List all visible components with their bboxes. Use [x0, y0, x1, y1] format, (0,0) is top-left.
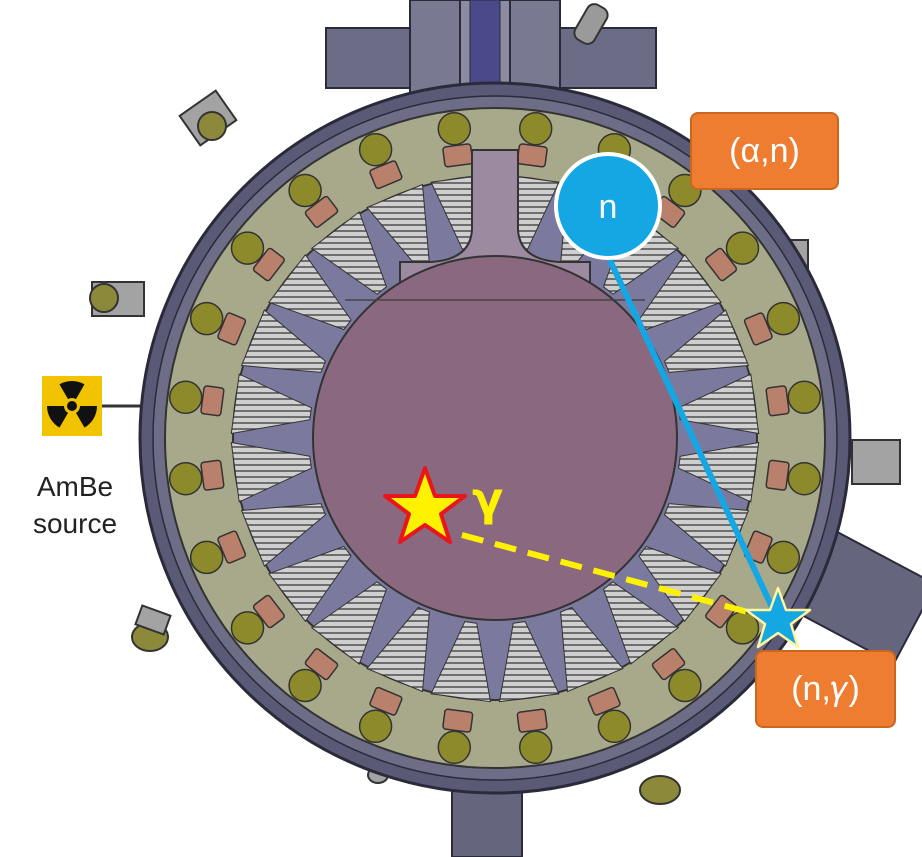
pmt-head: [230, 611, 265, 645]
ambe-source-caption: AmBe source: [20, 468, 130, 542]
copper-block: [369, 160, 403, 190]
detector-wedge: [310, 211, 388, 295]
pmt-head: [668, 668, 702, 703]
pmt-head: [168, 380, 203, 415]
copper-block: [743, 312, 773, 346]
neutron-path: [605, 254, 781, 622]
pmt-head: [597, 709, 632, 744]
copper-block: [442, 708, 474, 733]
radiation-trefoil-icon: [42, 376, 102, 436]
copper-block: [217, 530, 247, 564]
gamma-label: γ: [472, 472, 503, 526]
detector-wedge: [268, 253, 352, 331]
copper-block: [304, 648, 339, 681]
pmt-head: [766, 540, 801, 575]
pmt-head: [168, 461, 203, 496]
pmt-head: [437, 730, 472, 765]
detector-wedge: [230, 441, 312, 503]
pmt-head: [787, 461, 822, 496]
detector-wedge: [430, 621, 492, 703]
copper-block: [442, 143, 474, 168]
copper-block: [200, 459, 225, 491]
pmt-head: [358, 132, 393, 167]
detector-wedge: [240, 503, 327, 567]
red-star-icon: [383, 466, 467, 544]
source-line-2: source: [32, 508, 118, 539]
detector-wedge: [638, 545, 722, 623]
copper-block: [217, 312, 247, 346]
detector-wedge: [230, 373, 312, 435]
copper-block: [252, 247, 285, 282]
detector-wedge: [663, 503, 750, 567]
copper-block: [252, 594, 285, 629]
pmt-head: [189, 301, 224, 336]
copper-block: [651, 648, 686, 681]
pmt-head: [288, 668, 322, 703]
pmt-head: [437, 111, 472, 146]
detector-wedge: [602, 581, 680, 665]
detector-wedge: [663, 309, 750, 373]
pmt-head: [725, 231, 760, 265]
detector-wedge: [498, 621, 560, 703]
detector-wedge: [240, 309, 327, 373]
copper-block: [304, 195, 339, 228]
pmt-head: [766, 301, 801, 336]
detector-wedge: [678, 441, 760, 503]
pmt-head: [189, 540, 224, 575]
copper-block: [705, 594, 738, 629]
copper-block: [200, 385, 225, 417]
detector-wedge: [366, 606, 430, 693]
pmt-head: [787, 380, 822, 415]
pmt-head: [518, 730, 553, 765]
copper-block: [516, 708, 548, 733]
blue-star-icon: [744, 586, 812, 649]
n-gamma-label: (n,𝛾): [755, 650, 896, 728]
copper-block: [765, 385, 790, 417]
pmt-head: [518, 111, 553, 146]
neutron-label: n: [599, 188, 618, 226]
detector-wedge: [560, 606, 624, 693]
detector-wedge: [268, 545, 352, 623]
neutron-marker: n: [554, 152, 662, 260]
source-line-1: AmBe: [36, 471, 114, 502]
copper-block: [516, 143, 548, 168]
pmt-head: [288, 173, 322, 208]
copper-block: [705, 247, 738, 282]
gamma-path: [461, 532, 771, 621]
copper-block: [765, 459, 790, 491]
pmt-head: [358, 709, 393, 744]
alpha-n-label: (α,n): [690, 112, 839, 190]
pmt-head: [230, 231, 265, 265]
detector-wedge: [310, 581, 388, 665]
copper-block: [369, 686, 403, 716]
copper-block: [587, 686, 621, 716]
